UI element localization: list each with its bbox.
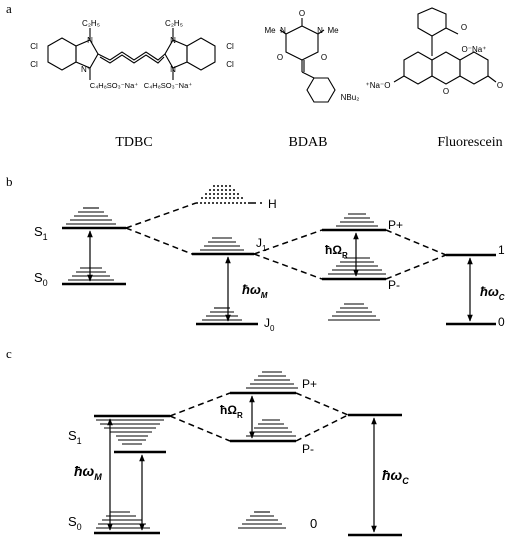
b-omega-c-label: ħωC — [480, 284, 505, 302]
c-omega-c-label: ħωC — [382, 467, 409, 486]
b-h-manifold — [201, 185, 243, 199]
bdab-atom-o-right: O — [321, 53, 327, 62]
c-s0-label: S0 — [68, 514, 82, 532]
panel-label-c: c — [6, 346, 12, 361]
bdab-atom-me-right: Me — [327, 26, 339, 35]
b-s0-vibrational-manifold — [68, 267, 114, 281]
b-pminus-vibrational-manifold — [328, 257, 386, 275]
c-connector-pminus-cav — [295, 414, 349, 442]
fluorescein-structure — [393, 7, 497, 85]
tdbc-atom-cl-4: Cl — [226, 60, 234, 69]
tdbc-atom-c2h5-left: C₂H₅ — [82, 19, 100, 28]
c-zero-label: 0 — [310, 516, 317, 531]
bdab-name: BDAB — [289, 135, 328, 150]
tdbc-structure — [47, 28, 216, 80]
b-s1-label: S1 — [34, 224, 48, 242]
panel-label-b: b — [6, 174, 13, 189]
bdab-atom-me-left: Me — [264, 26, 276, 35]
b-omega-r-label: ħΩR — [325, 243, 348, 260]
c-pplus-vibrational-manifold — [246, 371, 298, 389]
tdbc-sub-right: C₄H₈SO₃⁻Na⁺ — [144, 81, 192, 90]
bdab-atom-o-top: O — [299, 9, 305, 18]
b-pminus-label: P- — [388, 278, 400, 292]
c-connector-pplus-cav — [295, 392, 349, 416]
c-s1-vibrational-manifold — [96, 419, 164, 445]
c-pminus-label: P- — [302, 442, 314, 456]
tdbc-atom-cl-3: Cl — [226, 42, 234, 51]
fluorescein-atom-ona: O⁻Na⁺ — [462, 45, 487, 54]
tdbc-sub-left: C₄H₈SO₃⁻Na⁺ — [90, 81, 138, 90]
c-omega-r-label: ħΩR — [220, 403, 243, 420]
c-ground-manifold — [238, 511, 286, 529]
b-ground-manifold — [328, 303, 380, 321]
bdab-structure — [279, 18, 336, 103]
b-s1-vibrational-manifold — [66, 207, 116, 225]
c-connector-s1-pminus — [169, 415, 231, 442]
panel-label-a: a — [6, 1, 12, 16]
b-j0-vibrational-manifold — [202, 307, 242, 321]
tdbc-atom-cl-1: Cl — [30, 42, 38, 51]
fluorescein-atom-o-right: O — [497, 81, 503, 90]
c-pminus-vibrational-manifold — [246, 419, 296, 437]
b-s0-label: S0 — [34, 270, 48, 288]
b-j0-label: J0 — [264, 316, 275, 333]
fluorescein-name: Fluorescein — [437, 135, 502, 150]
b-connector-j1-pplus — [253, 229, 323, 255]
b-pplus-vibrational-manifold — [336, 213, 378, 227]
b-h-label: H — [268, 197, 277, 211]
b-connector-pminus-cav — [385, 254, 447, 280]
b-connector-j1-pminus — [253, 253, 323, 280]
bdab-atom-nbu2: NBu₂ — [341, 93, 360, 102]
b-connector-s1-h — [125, 202, 197, 229]
tdbc-atom-nplus-right: N — [170, 65, 176, 74]
tdbc-name: TDBC — [115, 135, 152, 150]
b-j1-label: J1 — [256, 236, 267, 253]
bdab-atom-n-left: N — [280, 26, 286, 35]
b-pplus-label: P+ — [388, 218, 403, 232]
fluorescein-atom-o-carbonyl: O — [461, 23, 467, 32]
b-cavity-1-label: 1 — [498, 243, 505, 257]
tdbc-atom-c2h5-right: C₂H₅ — [165, 19, 183, 28]
tdbc-atom-cl-2: Cl — [30, 60, 38, 69]
c-pplus-label: P+ — [302, 377, 317, 391]
tdbc-atom-n-left: N — [87, 36, 93, 45]
b-j1-vibrational-manifold — [200, 237, 244, 251]
fluorescein-atom-o-ring: O — [443, 87, 449, 96]
b-cavity-0-label: 0 — [498, 315, 505, 329]
bdab-atom-o-left: O — [277, 53, 283, 62]
tdbc-atom-n-right: N — [170, 36, 176, 45]
tdbc-atom-nplus-left: N⁺ — [81, 65, 91, 74]
fluorescein-atom-na-o: ⁺Na⁻O — [366, 81, 391, 90]
b-connector-s1-j1 — [125, 227, 193, 255]
b-connector-pplus-cav — [385, 229, 447, 256]
b-omega-m-label: ħωM — [242, 282, 268, 300]
c-omega-m-label: ħωM — [74, 463, 102, 482]
c-s1-label: S1 — [68, 428, 82, 446]
c-connector-s1-pplus — [169, 392, 231, 417]
bdab-atom-n-right: N — [317, 26, 323, 35]
